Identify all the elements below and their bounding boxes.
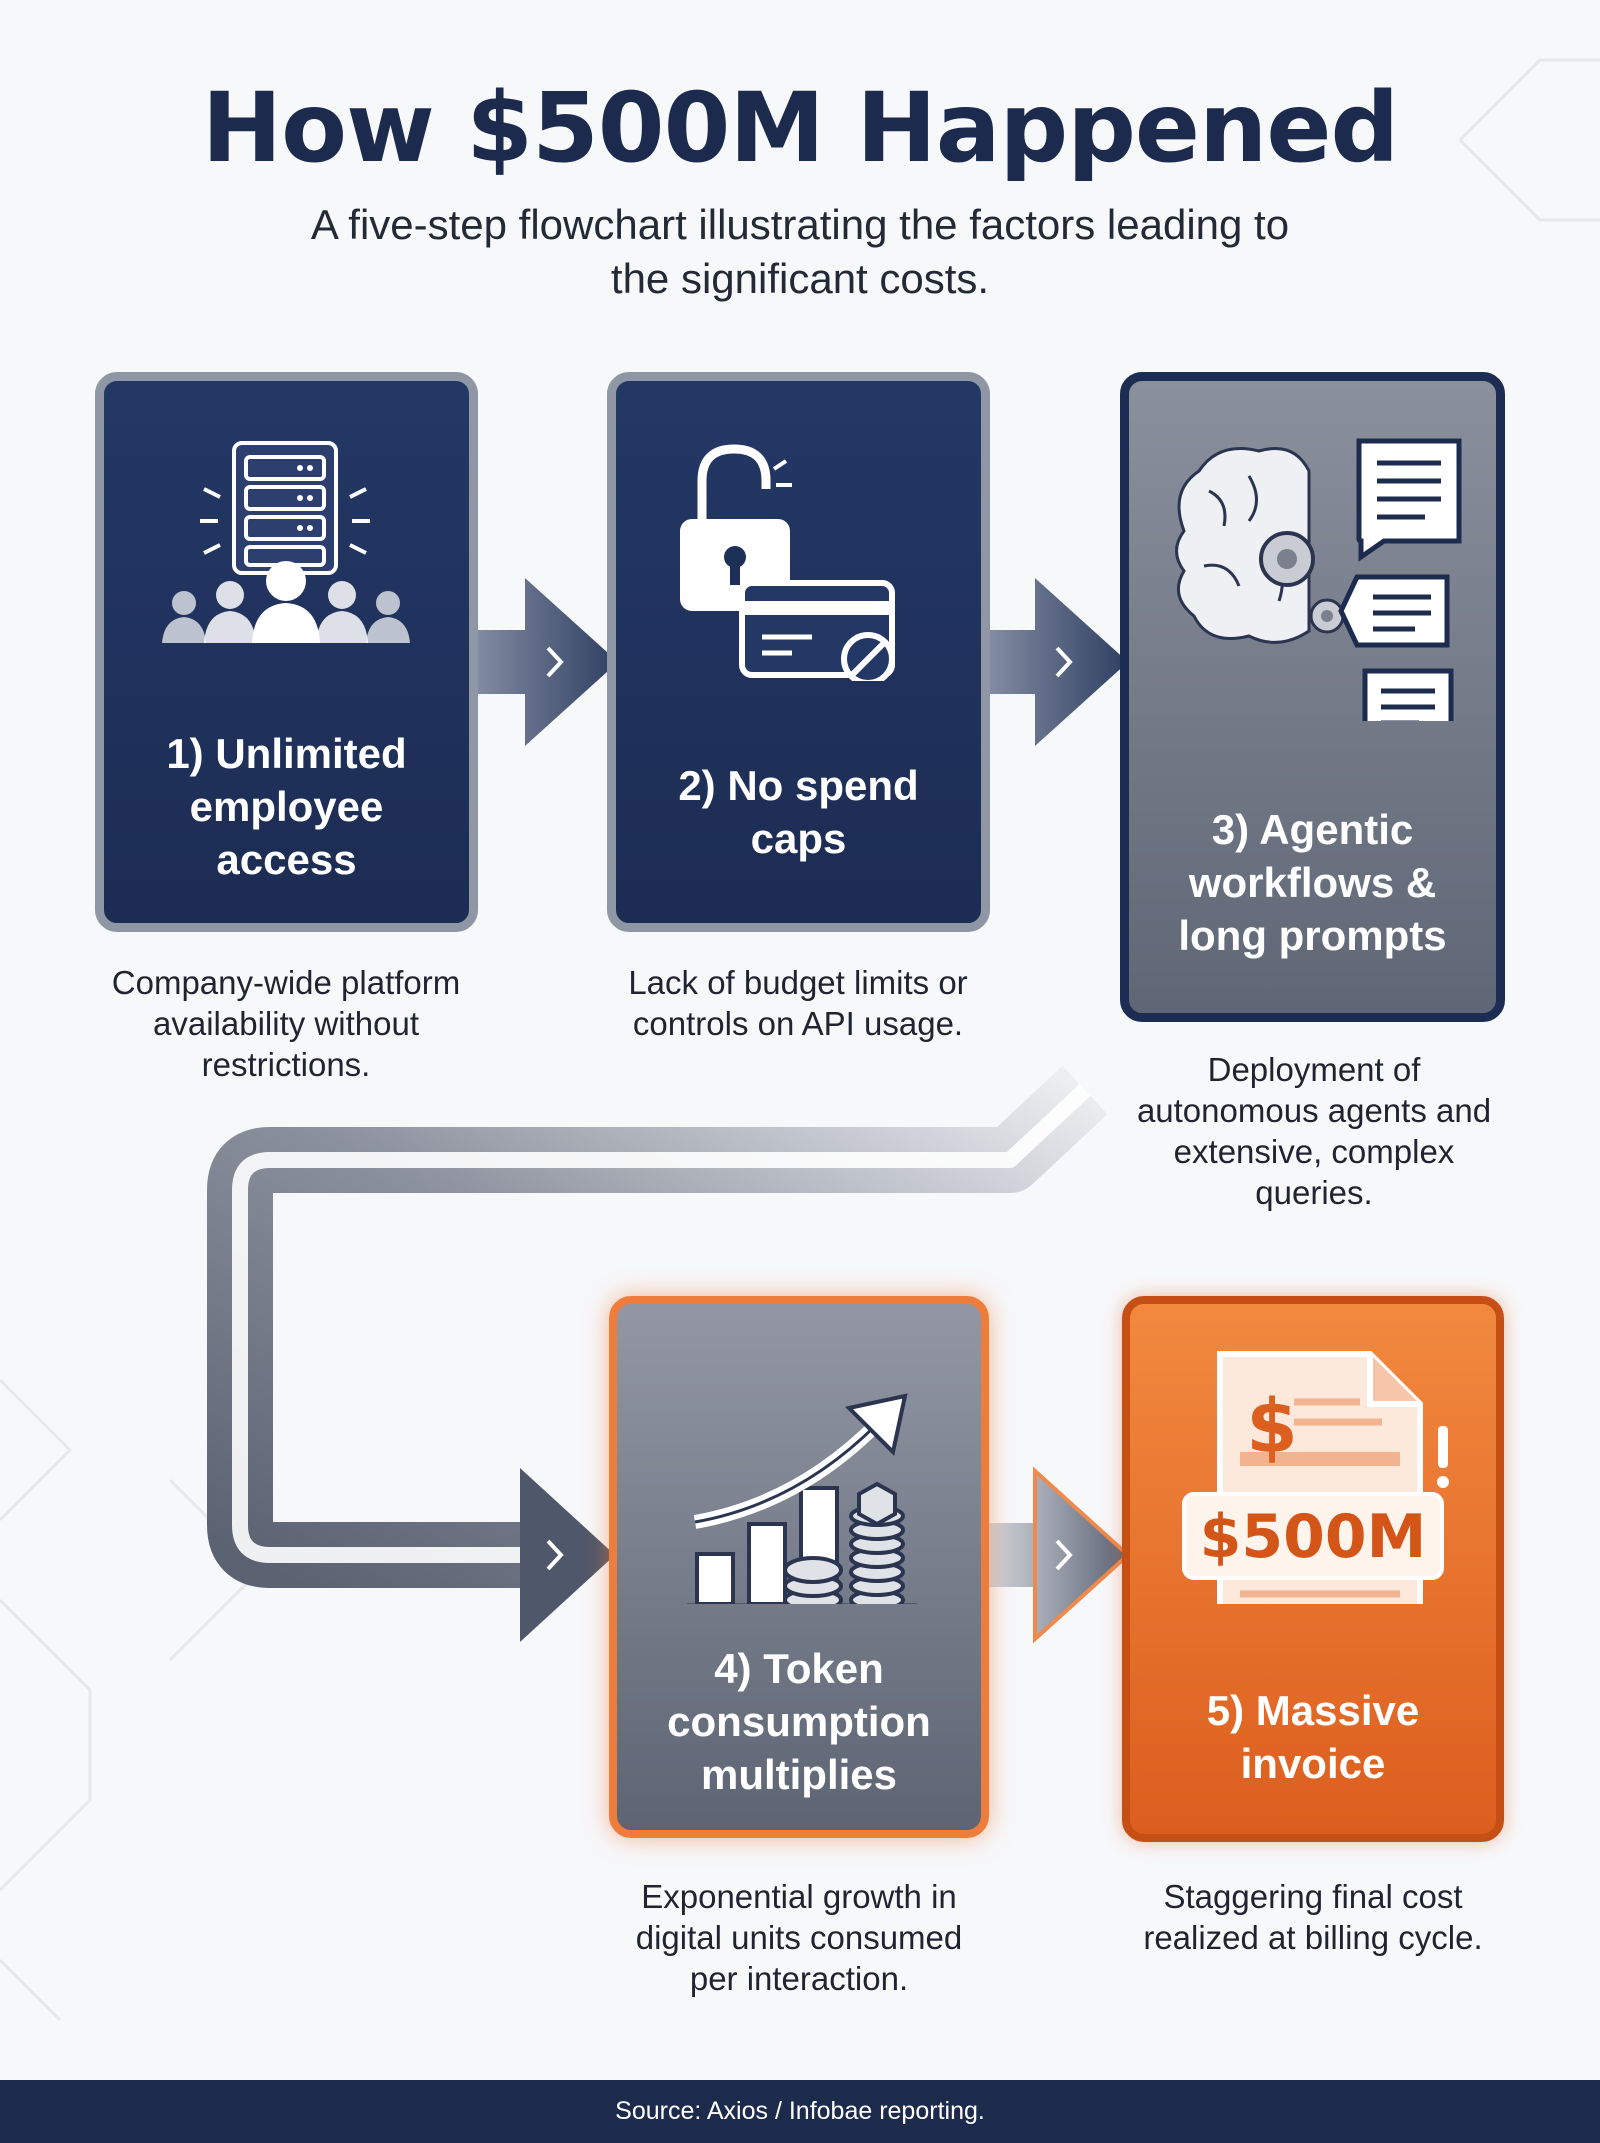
step-1-description: Company-wide platform availability witho… bbox=[111, 964, 461, 1083]
unlocked-credit-card-icon bbox=[680, 444, 895, 681]
step-card-3: 3) Agentic workflows & long prompts bbox=[1120, 372, 1505, 1022]
step-card-5: $ $500M 5) Massive invoice bbox=[1122, 1296, 1504, 1842]
step-2-label: 2) No spend caps bbox=[678, 762, 919, 862]
arrow-step1-to-step2 bbox=[470, 578, 618, 746]
step-5-description: Staggering final cost realized at billin… bbox=[1143, 1878, 1483, 1956]
step-card-1: 1) Unlimited employee access bbox=[95, 372, 478, 932]
server-users-icon bbox=[162, 441, 410, 643]
invoice-amount: $500M bbox=[1199, 1502, 1427, 1572]
growth-chart-coins-icon bbox=[687, 1393, 917, 1604]
page-title: How $500M Happened bbox=[201, 72, 1399, 184]
arrow-step2-to-step3 bbox=[983, 578, 1128, 746]
step-2-description: Lack of budget limits or controls on API… bbox=[628, 964, 968, 1042]
source-footer: Source: Axios / Infobae reporting. bbox=[0, 2080, 1600, 2143]
step-card-2: 2) No spend caps bbox=[607, 372, 990, 932]
page-subtitle: A five-step flowchart illustrating the f… bbox=[310, 201, 1290, 302]
step-3-description: Deployment of autonomous agents and exte… bbox=[1136, 1051, 1492, 1211]
step-1-label: 1) Unlimited employee access bbox=[166, 730, 407, 883]
step-5-label: 5) Massive invoice bbox=[1206, 1687, 1420, 1787]
invoice-dollar-sign: $ bbox=[1246, 1384, 1298, 1470]
invoice-icon bbox=[1182, 1351, 1449, 1604]
step-4-label: 4) Token consumption multiplies bbox=[667, 1645, 931, 1798]
step-card-4: 4) Token consumption multiplies bbox=[609, 1296, 989, 1838]
arrow-step3-to-step4 bbox=[207, 1065, 1108, 1642]
arrow-step4-to-step5 bbox=[983, 1466, 1131, 1644]
step-4-description: Exponential growth in digital units cons… bbox=[635, 1878, 963, 1997]
brain-gears-documents-icon bbox=[1175, 438, 1462, 721]
step-3-label: 3) Agentic workflows & long prompts bbox=[1178, 806, 1447, 959]
